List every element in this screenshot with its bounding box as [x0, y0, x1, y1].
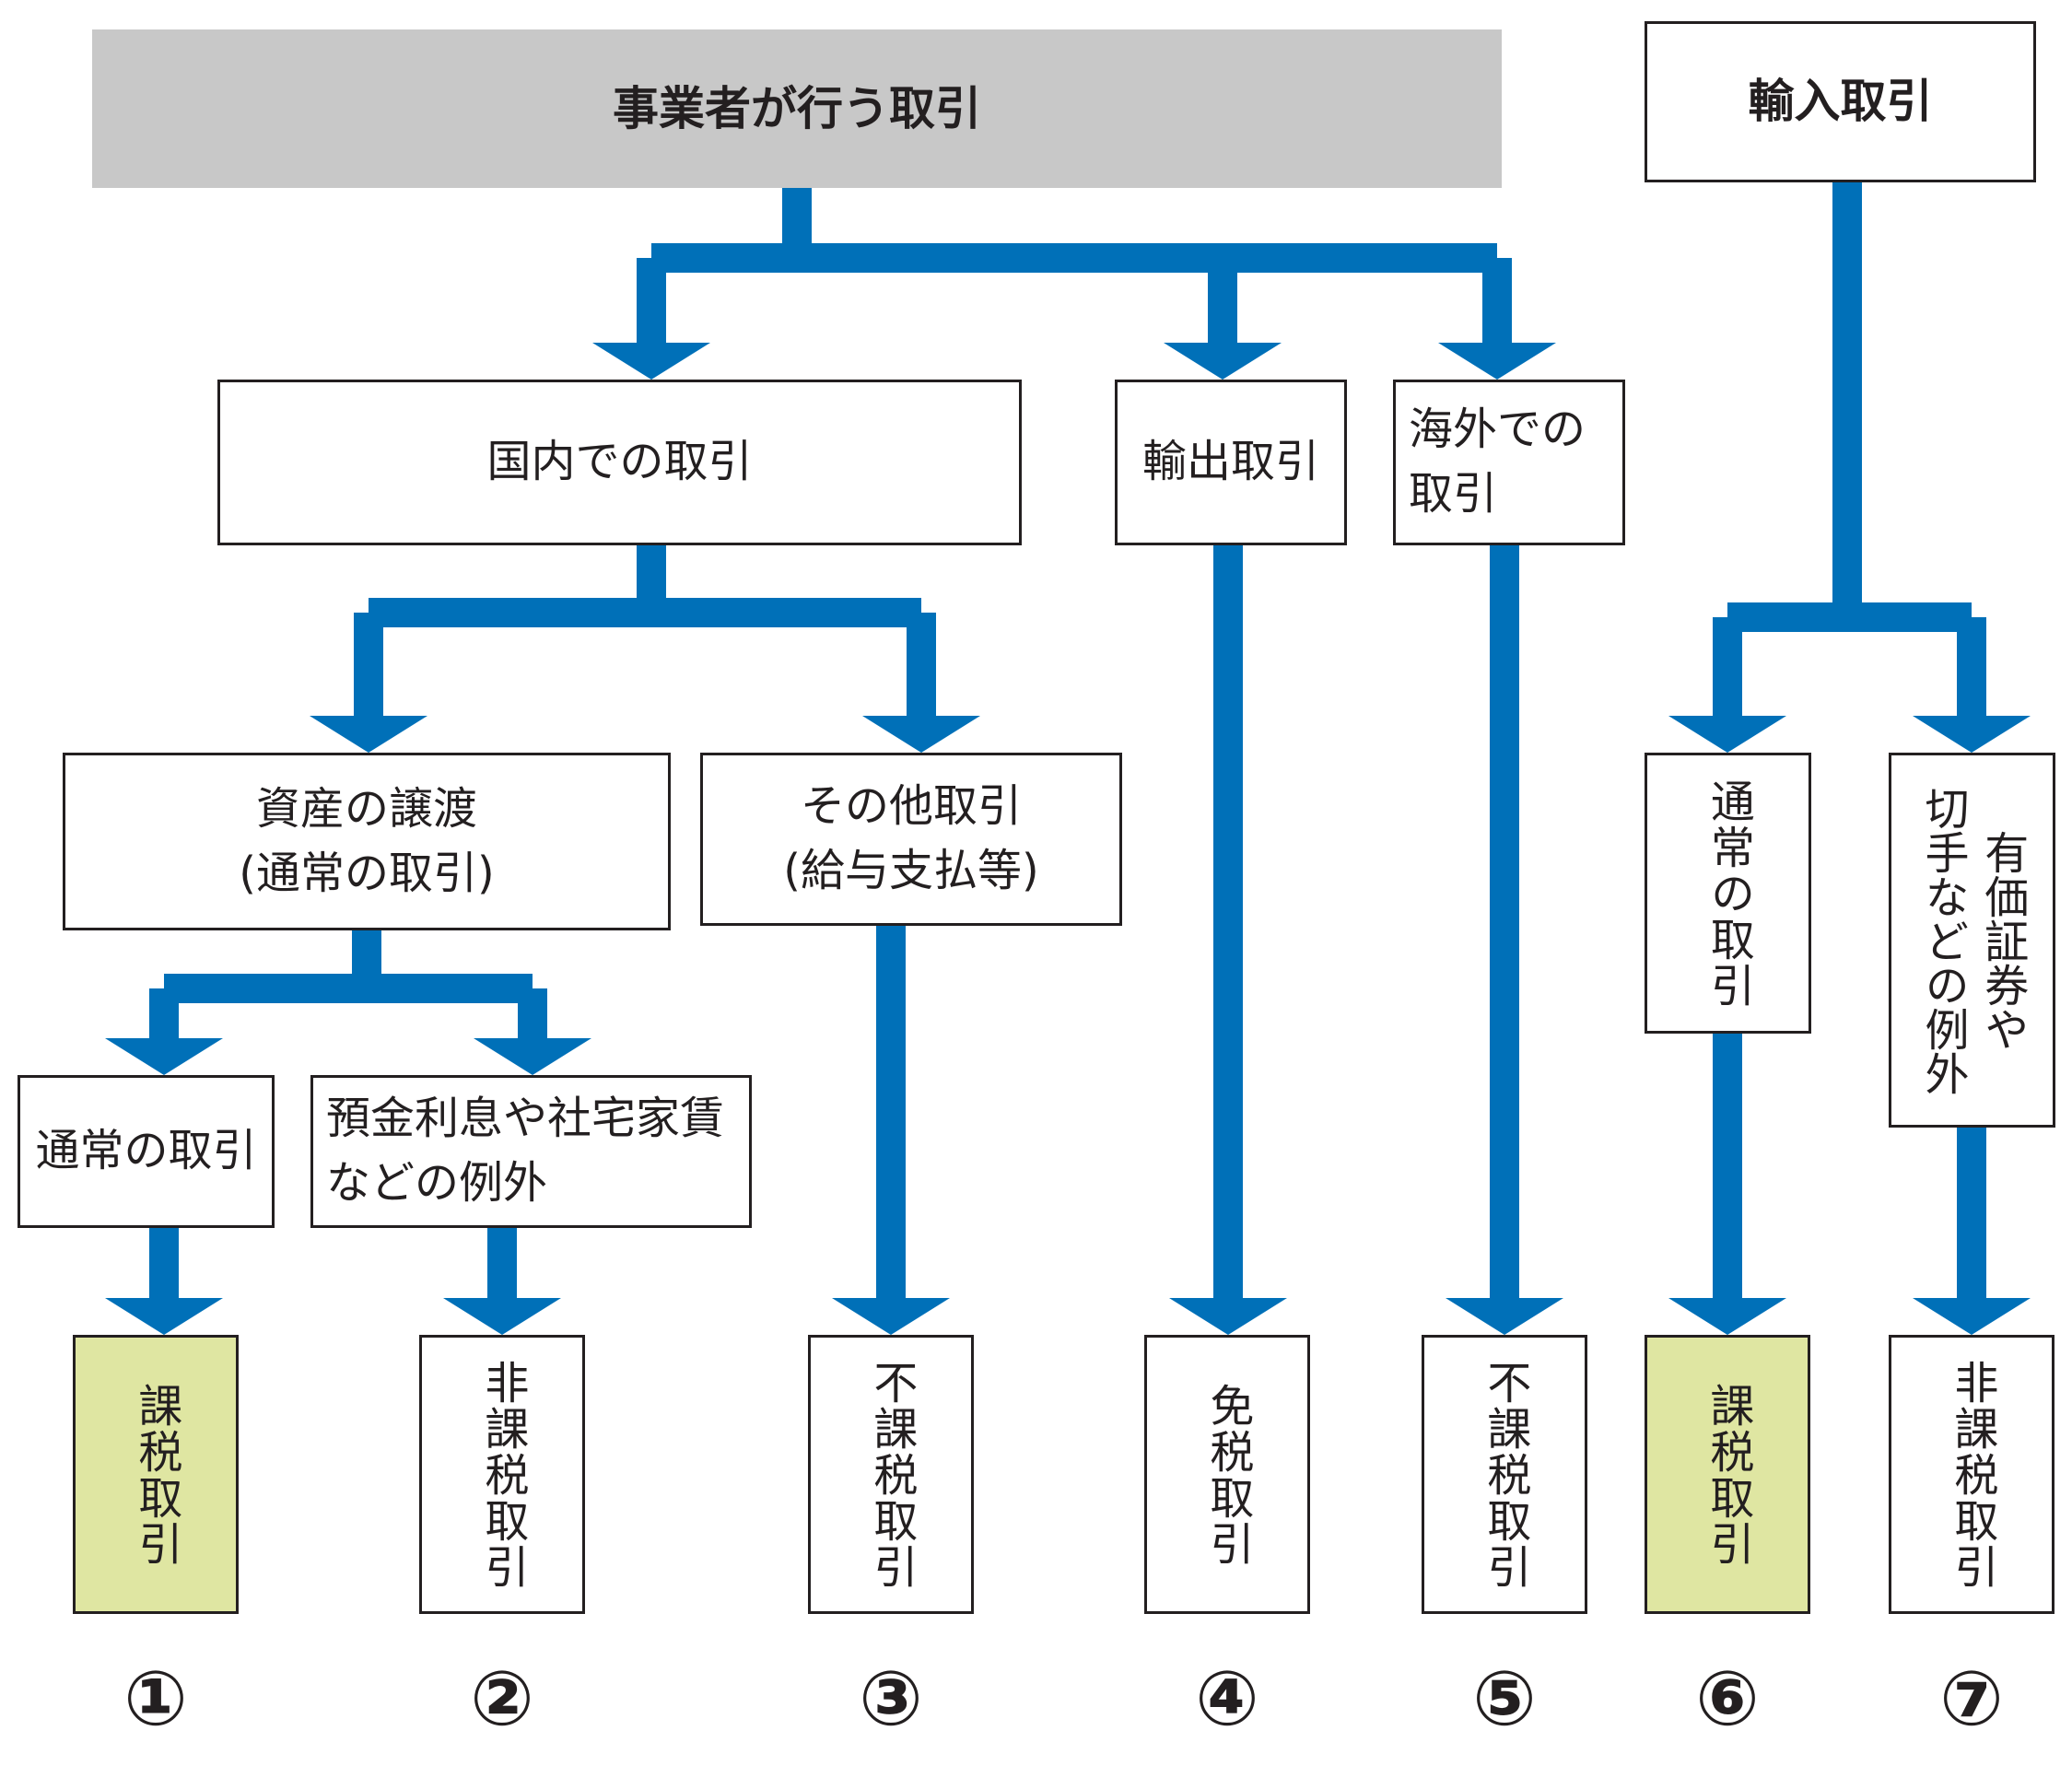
- result-box-3: 不課税取引: [808, 1335, 974, 1614]
- arrowhead-result-7: [1913, 1298, 2031, 1335]
- arrowhead-result-1: [105, 1298, 223, 1335]
- arrowhead-exception: [474, 1038, 591, 1075]
- result-box-6: 課税取引: [1645, 1335, 1810, 1614]
- arrowhead-export: [1164, 343, 1282, 380]
- arrowhead-domestic: [592, 343, 710, 380]
- other-transactions-box: その他取引 (給与支払等): [700, 753, 1122, 926]
- number-3: ③: [859, 1655, 923, 1743]
- domestic-transactions-box: 国内での取引: [217, 380, 1022, 545]
- result-box-1: 課税取引: [73, 1335, 239, 1614]
- arrowhead-result-4: [1169, 1298, 1287, 1335]
- arrowhead-result-5: [1446, 1298, 1563, 1335]
- number-6: ⑥: [1695, 1655, 1760, 1743]
- arrowhead-normal: [105, 1038, 223, 1075]
- result-box-7: 非課税取引: [1889, 1335, 2054, 1614]
- business-transactions-box: 事業者が行う取引: [92, 29, 1502, 188]
- number-5: ⑤: [1472, 1655, 1537, 1743]
- number-1: ①: [123, 1655, 188, 1743]
- asset-transfer-box: 資産の譲渡 (通常の取引): [63, 753, 671, 930]
- result-box-5: 不課税取引: [1422, 1335, 1587, 1614]
- import-transactions-box: 輸入取引: [1645, 21, 2036, 182]
- number-2: ②: [470, 1655, 534, 1743]
- import-normal-box: 通常の取引: [1645, 753, 1811, 1034]
- arrowhead-result-3: [832, 1298, 950, 1335]
- result-box-4: 免税取引: [1144, 1335, 1310, 1614]
- arrowhead-overseas: [1438, 343, 1556, 380]
- export-transactions-box: 輸出取引: [1115, 380, 1347, 545]
- import-exception-box: 有価証券や 切手などの例外: [1889, 753, 2055, 1128]
- arrowhead-import-exception: [1913, 716, 2031, 753]
- arrowhead-result-6: [1668, 1298, 1786, 1335]
- number-7: ⑦: [1939, 1655, 2004, 1743]
- number-4: ④: [1195, 1655, 1259, 1743]
- arrowhead-import-normal: [1668, 716, 1786, 753]
- result-box-2: 非課税取引: [419, 1335, 585, 1614]
- exception-transactions-box: 預金利息や社宅家賃 などの例外: [310, 1075, 752, 1228]
- arrowhead-result-2: [443, 1298, 561, 1335]
- overseas-transactions-box: 海外での 取引: [1393, 380, 1625, 545]
- arrowhead-other: [862, 716, 980, 753]
- normal-transactions-box: 通常の取引: [18, 1075, 275, 1228]
- arrowhead-asset-transfer: [310, 716, 427, 753]
